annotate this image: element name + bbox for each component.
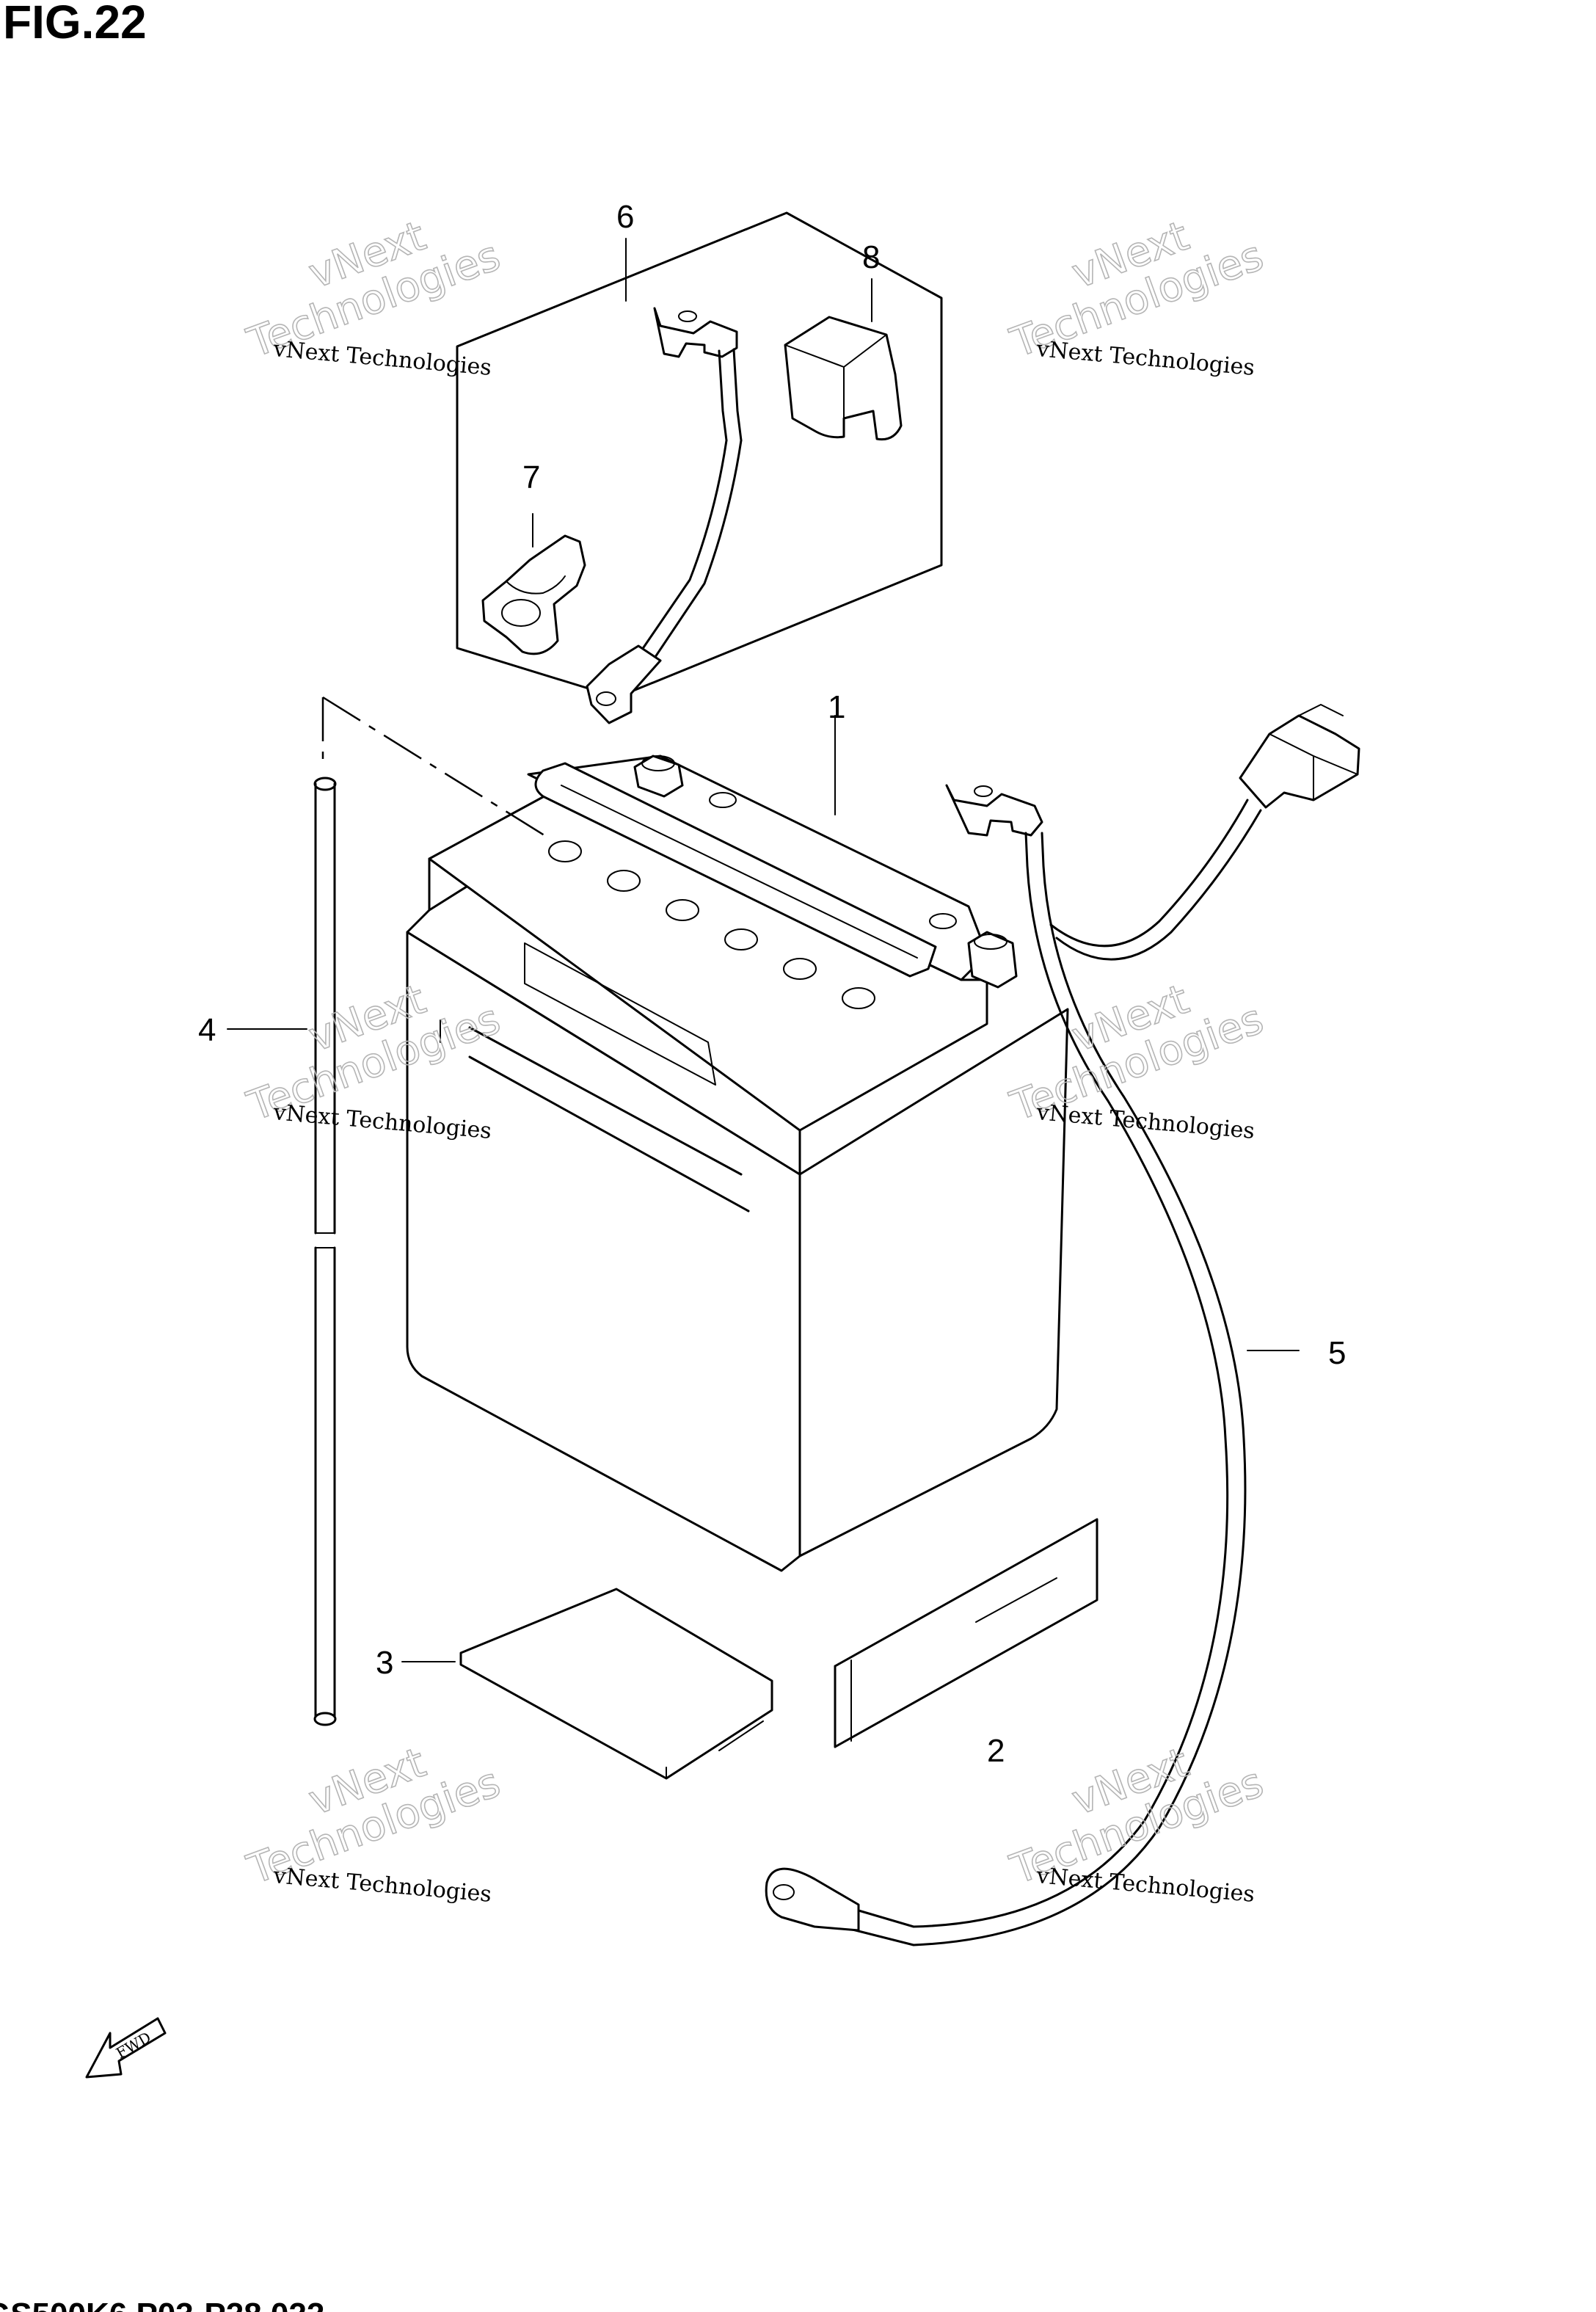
battery-side-face (798, 1008, 1069, 1557)
watermark-1: vNext Technologies (241, 211, 507, 368)
watermark-6-caption: vNext Technologies (1035, 1863, 1256, 1908)
callout-2: 2 (987, 1733, 1005, 1769)
callout-7: 7 (522, 459, 540, 495)
callout-5: 5 (1328, 1335, 1346, 1371)
fwd-arrow: FWD (85, 2017, 167, 2079)
battery-front-face (406, 931, 801, 1572)
fwd-arrow-icon (85, 2017, 167, 2079)
callout-4: 4 (198, 1012, 216, 1048)
kit-panel-outline (456, 211, 943, 699)
leader-lines (227, 238, 1300, 1662)
watermark-5-caption: vNext Technologies (272, 1863, 492, 1908)
callout-3: 3 (376, 1645, 393, 1681)
battery-cable-5[interactable] (765, 704, 1360, 1946)
callout-6: 6 (616, 199, 634, 235)
terminal-cap-8[interactable] (784, 316, 903, 441)
kit-panel (456, 211, 943, 724)
watermark-2: vNext Technologies (1004, 211, 1270, 368)
battery-negative-terminal[interactable] (633, 755, 684, 798)
watermark-5: vNext Technologies (241, 1738, 507, 1894)
label-block-2[interactable] (834, 1518, 1098, 1748)
callout-8: 8 (862, 239, 880, 275)
figure-title: FIG.22 (3, 0, 147, 48)
watermark-4-caption: vNext Technologies (1035, 1099, 1256, 1144)
vent-hose-4[interactable] (313, 777, 337, 1726)
watermark-2-caption: vNext Technologies (1035, 336, 1256, 381)
kit-terminal-cable[interactable] (586, 307, 743, 724)
battery-1[interactable] (406, 755, 1069, 1572)
battery-positive-terminal[interactable] (709, 792, 1018, 989)
reference-line (322, 696, 547, 838)
callout-1: 1 (828, 689, 845, 725)
watermark-6: vNext Technologies (1004, 1738, 1270, 1894)
terminal-boot-7[interactable] (481, 534, 586, 655)
footer-code: GS500K6 P03-P28 022 (0, 2297, 324, 2312)
sheet-3[interactable] (459, 1588, 773, 1780)
watermark-1-caption: vNext Technologies (272, 336, 492, 381)
